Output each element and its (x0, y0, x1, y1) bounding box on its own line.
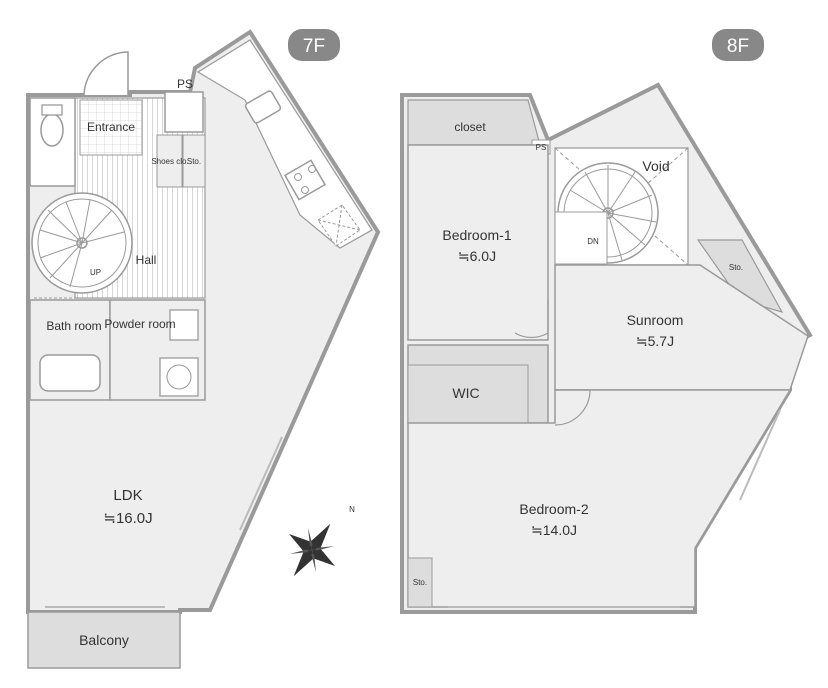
hall-label: Hall (136, 253, 157, 267)
storage-label-7f: Sto. (187, 157, 201, 166)
window-bedroom-2-right (739, 409, 781, 501)
stairs-down-label: DN (587, 237, 599, 246)
floor-8f-badge-text: 8F (727, 36, 749, 57)
sunroom-area (554, 264, 809, 391)
floor-7f-badge-text: 7F (303, 36, 325, 57)
void-diagonal (554, 147, 689, 266)
toilet-tank-icon (41, 104, 63, 116)
bathtub-icon (39, 354, 101, 392)
bedroom-1-door-icon (514, 300, 549, 339)
stairs-landing (554, 211, 608, 265)
bedroom-2-door-icon (554, 389, 591, 426)
balcony-label: Balcony (79, 632, 129, 648)
storage-bedroom-2-label: Sto. (413, 578, 427, 587)
compass-north-label: N (349, 505, 355, 514)
floor-7f (26, 29, 381, 669)
burner-icon (308, 165, 316, 173)
entrance-label: Entrance (87, 120, 135, 134)
ps-area (164, 91, 204, 133)
washing-machine-drum-icon (166, 364, 192, 390)
void-label: Void (642, 158, 669, 174)
washing-machine-icon (159, 357, 199, 397)
bedroom-1-area-label: ≒6.0J (458, 248, 496, 264)
entrance-door-icon (83, 51, 129, 96)
storage-7f-area (182, 134, 206, 188)
sunroom-label: Sunroom (627, 312, 684, 328)
bedroom-2-area (407, 389, 792, 608)
wic-label: WIC (452, 385, 479, 401)
sink (244, 90, 282, 124)
storage-sunroom-label: Sto. (729, 263, 743, 272)
ldk-label: LDK (113, 487, 142, 504)
storage-sunroom-area (696, 239, 784, 313)
sunroom-area-label: ≒5.7J (636, 333, 674, 349)
kitchen-counter (196, 39, 373, 249)
ps-label-8f: PS (536, 143, 547, 152)
window-ldk-right (239, 436, 283, 531)
fridge-space (317, 204, 361, 247)
bedroom-2-area-label: ≒14.0J (531, 522, 577, 538)
ldk-area-label: ≒16.0J (103, 510, 152, 527)
burner-icon (294, 173, 302, 181)
shoes-closet-label: Shoes clo. (151, 157, 188, 166)
bath-room-label: Bath room (46, 319, 101, 333)
floor-8f (400, 82, 813, 614)
washbasin-icon (169, 309, 199, 341)
compass-icon (289, 523, 335, 577)
spiral-stairs-up (31, 192, 133, 294)
burner-icon (301, 186, 309, 194)
balcony-area (27, 611, 181, 669)
toilet-icon (40, 113, 64, 147)
floor-8f-badge: 8F (712, 29, 764, 61)
bedroom-2-label: Bedroom-2 (519, 501, 588, 517)
shoes-closet-area (156, 134, 183, 188)
floor-7f-badge: 7F (288, 29, 340, 61)
closet-label: closet (454, 120, 486, 134)
bedroom-1-label: Bedroom-1 (442, 227, 511, 243)
powder-room-label: Powder room (104, 317, 175, 331)
wic-inner (407, 364, 529, 424)
ps-label-7f: PS (177, 77, 193, 91)
storage-bedroom-2-area (407, 557, 433, 608)
stairs-up-label: UP (90, 268, 101, 277)
bedroom-1-area (407, 144, 549, 341)
entrance-area (79, 99, 143, 156)
